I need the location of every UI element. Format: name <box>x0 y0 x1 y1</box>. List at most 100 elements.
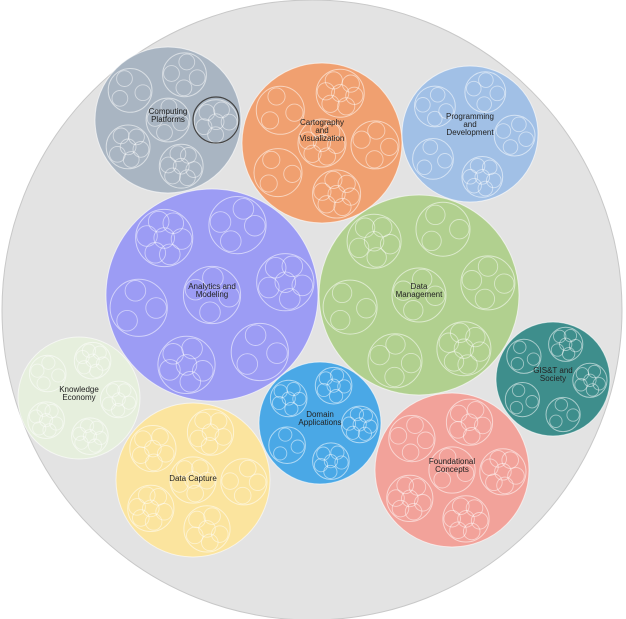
cartography-and-visualization-subtopic[interactable] <box>283 164 302 183</box>
programming-and-development-subtopic[interactable] <box>429 87 446 103</box>
analytics-and-modeling-subtopic[interactable] <box>124 280 147 302</box>
domain-applications-unit[interactable] <box>268 426 306 465</box>
cartography-and-visualization-subtopic[interactable] <box>317 195 336 214</box>
foundational-concepts-subtopic[interactable] <box>456 464 475 482</box>
data-management-subtopic[interactable] <box>453 338 475 359</box>
cartography-and-visualization-subtopic[interactable] <box>324 170 343 189</box>
analytics-and-modeling-subtopic[interactable] <box>244 214 266 237</box>
computing-platforms-subtopic[interactable] <box>207 113 225 131</box>
data-capture-subtopic[interactable] <box>189 429 207 448</box>
knowledge-economy-subtopic[interactable] <box>72 426 87 441</box>
computing-platforms-subtopic[interactable] <box>179 169 196 187</box>
data-management-unit[interactable] <box>436 321 492 377</box>
data-management-unit[interactable] <box>322 279 378 335</box>
data-management-subtopic[interactable] <box>372 217 393 238</box>
foundational-concepts-subtopic[interactable] <box>452 497 470 515</box>
cartography-and-visualization-subtopic[interactable] <box>310 119 329 138</box>
knowledge-economy-subtopic[interactable] <box>87 438 103 453</box>
foundational-concepts-subtopic[interactable] <box>450 404 468 423</box>
topic-circle-data-capture[interactable] <box>115 402 271 558</box>
data-capture-subtopic[interactable] <box>144 513 163 531</box>
data-capture-subtopic[interactable] <box>188 510 206 529</box>
data-management-subtopic[interactable] <box>379 234 401 255</box>
foundational-concepts-unit[interactable] <box>445 398 494 446</box>
programming-and-development-subtopic[interactable] <box>416 159 433 176</box>
foundational-concepts-unit[interactable] <box>386 474 434 522</box>
knowledge-economy-subtopic[interactable] <box>111 392 126 407</box>
foundational-concepts-subtopic[interactable] <box>414 494 432 512</box>
data-management-subtopic[interactable] <box>425 285 446 306</box>
analytics-and-modeling-subtopic[interactable] <box>236 353 259 375</box>
domain-applications-subtopic[interactable] <box>334 455 349 470</box>
knowledge-economy-subtopic[interactable] <box>81 343 96 358</box>
analytics-and-modeling-subtopic[interactable] <box>274 271 297 293</box>
data-capture-subtopic[interactable] <box>198 520 216 538</box>
data-management-subtopic[interactable] <box>412 268 433 290</box>
domain-applications-subtopic[interactable] <box>329 389 344 404</box>
data-management-subtopic[interactable] <box>494 273 515 294</box>
programming-and-development-subtopic[interactable] <box>495 123 512 139</box>
programming-and-development-subtopic[interactable] <box>466 177 482 194</box>
knowledge-economy-subtopic[interactable] <box>85 353 100 368</box>
knowledge-economy-subtopic[interactable] <box>106 383 121 398</box>
programming-and-development-subtopic[interactable] <box>469 158 486 174</box>
gist-and-society-subtopic[interactable] <box>510 357 525 371</box>
foundational-concepts-subtopic[interactable] <box>466 401 485 419</box>
topic-circle-data-management[interactable] <box>318 194 520 396</box>
knowledge-economy-subtopic[interactable] <box>51 368 66 383</box>
knowledge-economy-unit[interactable] <box>28 354 67 393</box>
analytics-and-modeling-subtopic[interactable] <box>136 225 158 247</box>
computing-platforms-subtopic[interactable] <box>128 128 145 146</box>
programming-and-development-subtopic[interactable] <box>415 97 431 113</box>
foundational-concepts-subtopic[interactable] <box>507 467 525 485</box>
topic-circle-cartography-and-visualization[interactable] <box>241 62 403 224</box>
gist-and-society-subtopic[interactable] <box>511 383 526 398</box>
cartography-and-visualization-subtopic[interactable] <box>317 147 336 166</box>
domain-applications-subtopic[interactable] <box>341 416 357 431</box>
domain-applications-subtopic[interactable] <box>329 368 345 383</box>
programming-and-development-subtopic[interactable] <box>462 169 478 185</box>
programming-and-development-subtopic[interactable] <box>489 85 506 102</box>
analytics-and-modeling-subtopic[interactable] <box>258 276 280 299</box>
foundational-concepts-unit[interactable] <box>428 446 476 494</box>
foundational-concepts-subtopic[interactable] <box>489 450 507 468</box>
analytics-and-modeling-subtopic[interactable] <box>266 342 288 364</box>
programming-and-development-subtopic[interactable] <box>477 180 494 197</box>
data-management-subtopic[interactable] <box>400 352 422 374</box>
computing-platforms-subtopic[interactable] <box>160 98 178 116</box>
foundational-concepts-subtopic[interactable] <box>474 416 492 435</box>
selected-unit-ring[interactable] <box>192 96 240 144</box>
analytics-and-modeling-subtopic[interactable] <box>281 255 304 278</box>
foundational-concepts-unit[interactable] <box>442 495 490 543</box>
computing-platforms-subtopic[interactable] <box>163 65 180 82</box>
programming-and-development-unit[interactable] <box>414 85 456 128</box>
domain-applications-subtopic[interactable] <box>281 391 296 406</box>
analytics-and-modeling-unit[interactable] <box>230 322 289 382</box>
cartography-and-visualization-subtopic[interactable] <box>262 150 281 169</box>
cartography-and-visualization-subtopic[interactable] <box>322 123 341 142</box>
knowledge-economy-subtopic[interactable] <box>30 363 45 378</box>
analytics-and-modeling-subtopic[interactable] <box>181 337 203 360</box>
domain-applications-unit[interactable] <box>269 379 308 418</box>
data-management-subtopic[interactable] <box>348 237 370 259</box>
programming-and-development-subtopic[interactable] <box>437 153 453 169</box>
analytics-and-modeling-subtopic[interactable] <box>175 354 198 376</box>
foundational-concepts-subtopic[interactable] <box>496 476 514 495</box>
computing-platforms-subtopic[interactable] <box>164 167 181 185</box>
gist-and-society-subtopic[interactable] <box>563 328 578 343</box>
domain-applications-subtopic[interactable] <box>278 427 293 442</box>
programming-and-development-subtopic[interactable] <box>478 72 494 88</box>
cartography-and-visualization-subtopic[interactable] <box>333 197 352 217</box>
cartography-and-visualization-subtopic[interactable] <box>352 130 371 149</box>
cartography-and-visualization-unit[interactable] <box>297 118 347 168</box>
computing-platforms-subtopic[interactable] <box>134 84 152 102</box>
computing-platforms-subtopic[interactable] <box>195 118 213 136</box>
analytics-and-modeling-subtopic[interactable] <box>244 324 267 346</box>
topic-circle-analytics-and-modeling[interactable] <box>105 188 319 402</box>
cartography-and-visualization-subtopic[interactable] <box>380 137 399 156</box>
domain-applications-subtopic[interactable] <box>337 379 352 394</box>
